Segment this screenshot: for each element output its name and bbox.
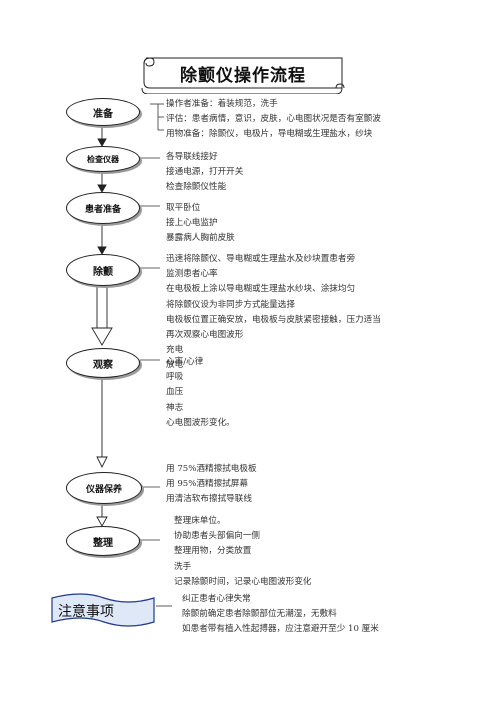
detail-line: 神志 — [166, 402, 184, 413]
note-line: 除颤前确定患者除颤部位无潮湿，无敷料 — [182, 609, 337, 620]
step-oval-patient-prepare: 患者准备 — [66, 192, 140, 224]
step-oval-tidy: 整理 — [66, 526, 140, 556]
step-oval-observe: 观察 — [66, 348, 140, 378]
step-details-prepare: 操作者准备：着装规范，洗手 评估：患者病情，意识，皮肤，心电图状况是否有室颤波 … — [166, 97, 381, 143]
step-details-observe: 心率/心律 呼吸 血压 神志 心电图波形变化。 — [166, 355, 235, 431]
detail-line: 用 75%酒精擦拭电极板 — [166, 464, 257, 474]
detail-line: 各导联线接好 — [166, 152, 218, 162]
detail-line: 心率/心律 — [166, 357, 204, 367]
detail-line: 取平卧位 — [166, 203, 201, 213]
step-oval-maintenance: 仪器保养 — [66, 472, 142, 504]
title-banner: 除颤仪操作流程 — [140, 54, 346, 94]
note-line: 纠正患者心律失常 — [182, 594, 251, 604]
detail-line: 放电 — [166, 360, 184, 371]
detail-line: 评估：患者病情，意识，皮肤，心电图状况是否有室颤波 — [166, 114, 381, 125]
step-label: 仪器保养 — [85, 484, 122, 495]
step-oval-defibrillate: 除颤 — [66, 254, 140, 286]
detail-line: 再次观察心电图波形 — [166, 329, 244, 340]
detail-line: 整理用物，分类放置 — [174, 546, 252, 557]
page-title: 除颤仪操作流程 — [180, 66, 306, 86]
detail-line: 心电图波形变化。 — [166, 417, 235, 428]
notes-title: 注意事项 — [58, 604, 114, 620]
detail-line: 记录除颤时间，记录心电图波形变化 — [174, 576, 312, 587]
notes-banner-shape — [51, 593, 155, 627]
notes-details: 纠正患者心律失常 除颤前确定患者除颤部位无潮湿，无敷料 如患者带有植入性起搏器，… — [182, 592, 379, 638]
detail-line: 监测患者心率 — [166, 269, 218, 280]
step-label: 除颤 — [93, 266, 113, 278]
detail-line: 操作者准备：着装规范，洗手 — [166, 99, 278, 109]
step-label: 观察 — [93, 359, 113, 371]
step-details-check-device: 各导联线接好 接通电源，打开开关 检查除颤仪性能 — [166, 150, 243, 196]
step-oval-prepare: 准备 — [66, 98, 140, 126]
detail-line: 协助患者头部偏向一侧 — [174, 531, 260, 542]
detail-line: 接上心电监护 — [166, 218, 218, 229]
step-oval-check-device: 检查仪器 — [66, 146, 140, 172]
step-details-maintenance: 用 75%酒精擦拭电极板 用 95%酒精擦拭屏幕 用清洁软布擦拭导联线 — [166, 462, 257, 508]
detail-line: 整理床单位。 — [174, 516, 226, 526]
detail-line: 血压 — [166, 387, 184, 398]
step-details-defibrillate: 迅速将除颤仪、导电糊或生理盐水及纱块置患者旁 监测患者心率 在电极板上涂以导电糊… — [166, 252, 381, 374]
scroll-shape — [141, 57, 345, 94]
detail-line: 将除颤仪设为非同步方式能量选择 — [166, 299, 295, 310]
detail-line: 暴露病人胸前皮肤 — [166, 233, 235, 244]
detail-line: 检查除颤仪性能 — [166, 182, 227, 193]
note-line: 如患者带有植入性起搏器，应注意避开至少 10 厘米 — [182, 624, 379, 635]
detail-line: 用 95%酒精擦拭屏幕 — [166, 479, 248, 490]
detail-line: 呼吸 — [166, 372, 184, 383]
step-details-patient-prepare: 取平卧位 接上心电监护 暴露病人胸前皮肤 — [166, 201, 235, 247]
step-label: 整理 — [93, 537, 113, 549]
detail-line: 洗手 — [174, 561, 192, 572]
step-details-tidy: 整理床单位。 协助患者头部偏向一侧 整理用物，分类放置 洗手 记录除颤时间，记录… — [174, 514, 312, 590]
detail-line: 迅速将除颤仪、导电糊或生理盐水及纱块置患者旁 — [166, 254, 356, 264]
detail-line: 用清洁软布擦拭导联线 — [166, 494, 252, 505]
detail-line: 用物准备：除颤仪，电极片，导电糊或生理盐水，纱块 — [166, 129, 373, 140]
detail-line: 充电 — [166, 345, 184, 356]
step-label: 检查仪器 — [87, 154, 119, 164]
detail-line: 接通电源，打开开关 — [166, 167, 244, 178]
step-label: 准备 — [93, 108, 113, 120]
detail-line: 在电极板上涂以导电糊或生理盐水纱块、涂抹均匀 — [166, 284, 356, 295]
detail-line: 电极板位置正确安放，电极板与皮肤紧密接触，压力适当 — [166, 314, 381, 325]
step-label: 患者准备 — [84, 204, 121, 215]
